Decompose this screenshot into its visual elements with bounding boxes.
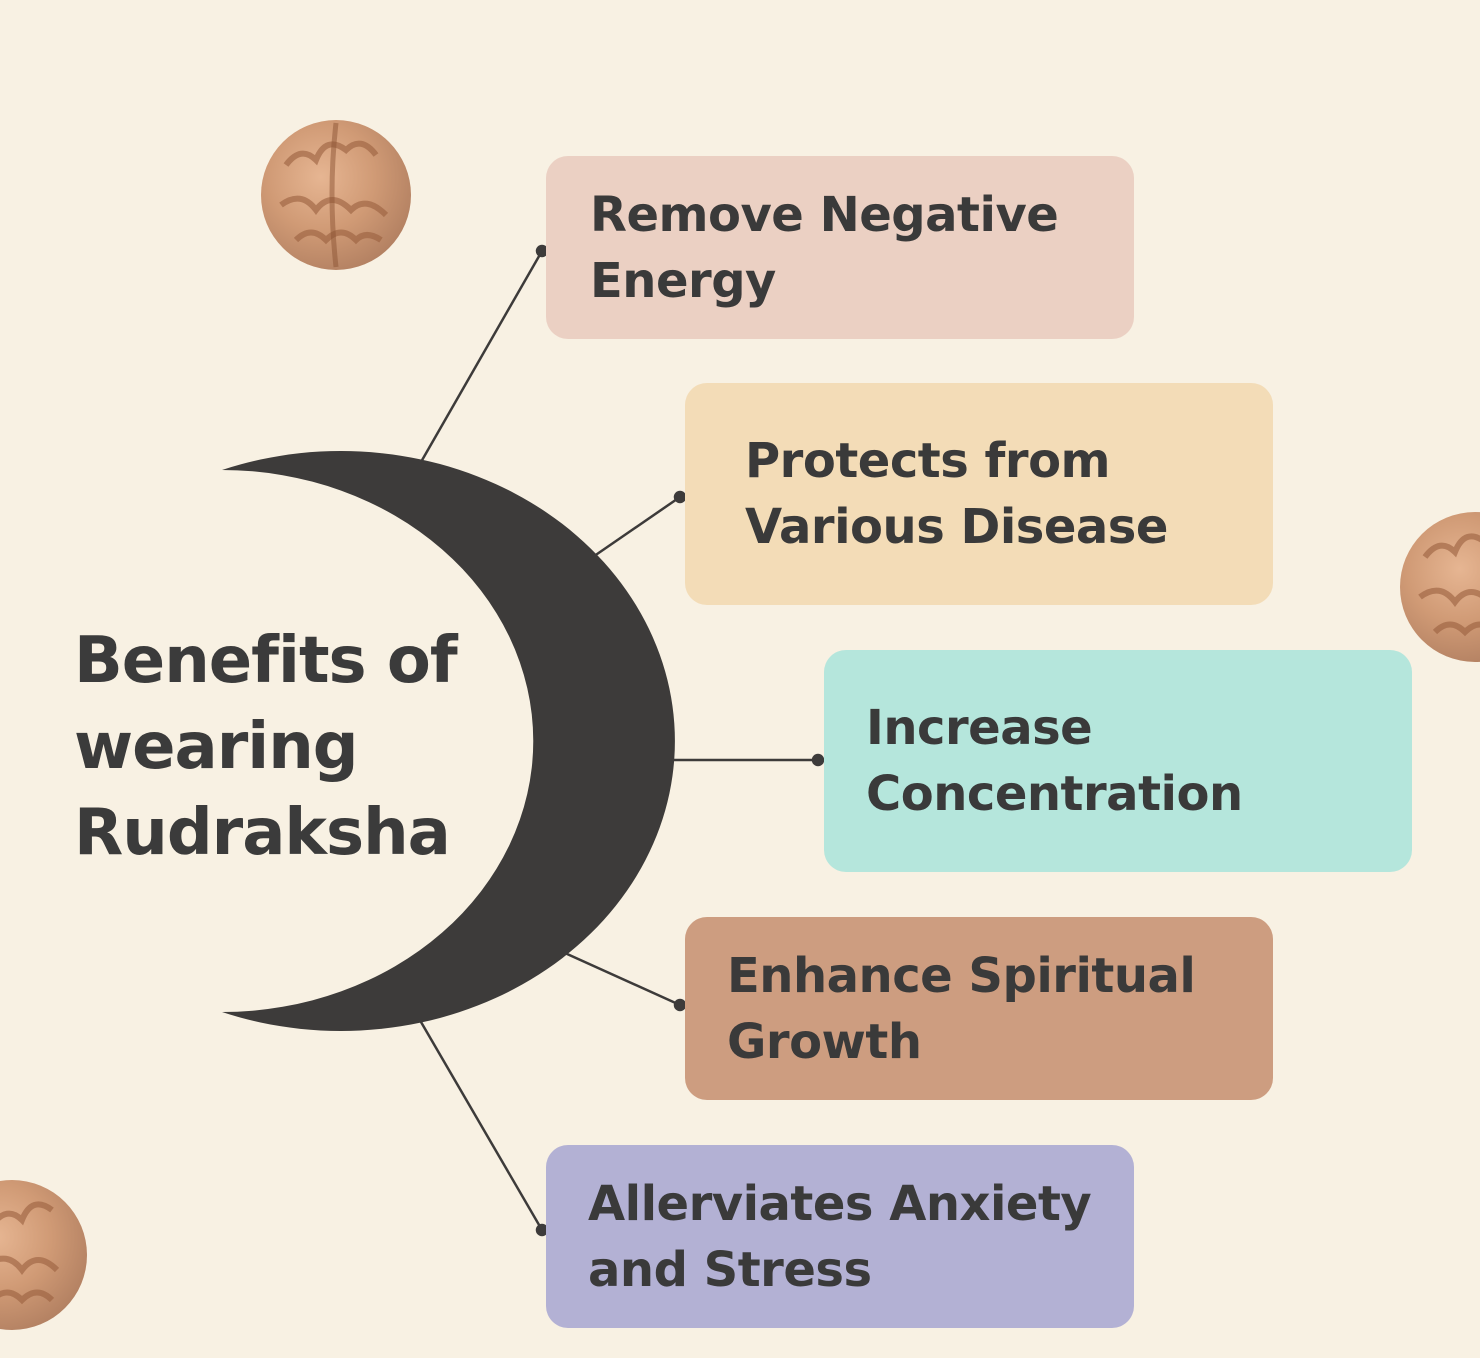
connector-4-dot — [673, 998, 687, 1012]
connector-3-dot — [811, 753, 825, 767]
benefit-text-line-1: Increase — [866, 700, 1093, 756]
diagram-title: Benefits of wearing Rudraksha — [74, 618, 534, 876]
rudraksha-bead-icon — [261, 120, 411, 270]
connector-4 — [544, 942, 681, 1007]
benefit-text-line-1: Protects from — [745, 433, 1111, 489]
rudraksha-bead-icon — [0, 1180, 87, 1330]
benefit-card-alleviates-anxiety: Allerviates Anxiety and Stress — [546, 1145, 1134, 1328]
benefit-text-line-2: Various Disease — [745, 499, 1168, 555]
benefit-card-remove-negative-energy: Remove Negative Energy — [546, 156, 1134, 339]
benefit-card-enhance-spiritual-growth: Enhance Spiritual Growth — [685, 917, 1273, 1100]
benefit-card-protects-from-disease: Protects from Various Disease — [685, 383, 1273, 605]
benefit-text-line-1: Enhance Spiritual — [727, 947, 1196, 1004]
title-line-2: wearing — [74, 710, 359, 784]
benefit-text-line-2: and Stress — [588, 1241, 872, 1298]
title-line-1: Benefits of — [74, 624, 458, 698]
benefit-text-line-2: Energy — [590, 252, 776, 309]
benefit-card-increase-concentration: Increase Concentration — [824, 650, 1412, 872]
crescent-shape — [222, 451, 675, 1032]
connector-5 — [419, 1021, 544, 1231]
benefit-text-line-1: Allerviates Anxiety — [588, 1175, 1092, 1232]
rudraksha-bead-icon — [1400, 512, 1480, 662]
connector-2-dot — [673, 490, 687, 504]
benefit-text-line-1: Remove Negative — [590, 186, 1059, 243]
benefit-text-line-2: Concentration — [866, 766, 1243, 822]
title-line-3: Rudraksha — [74, 796, 451, 870]
connector-1 — [419, 250, 544, 463]
connectors — [419, 244, 825, 1237]
benefit-text-line-2: Growth — [727, 1013, 922, 1070]
